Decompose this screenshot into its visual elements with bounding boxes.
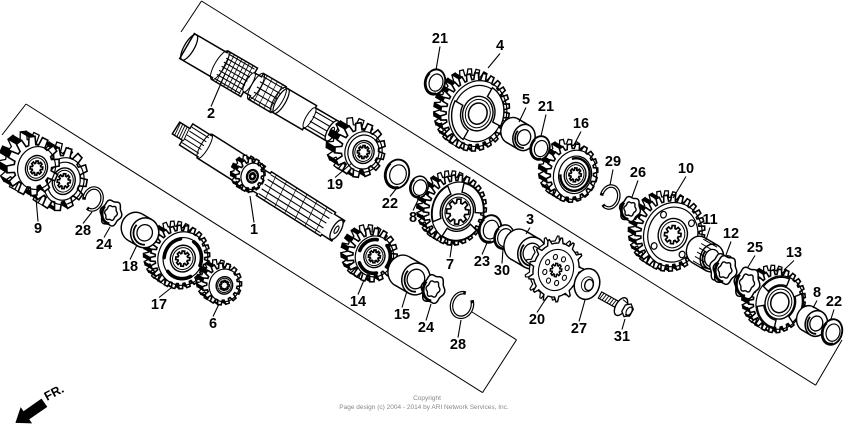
svg-text:8: 8	[409, 210, 417, 226]
svg-text:3: 3	[526, 212, 534, 228]
svg-text:20: 20	[529, 312, 545, 328]
svg-text:26: 26	[630, 165, 646, 181]
svg-text:24: 24	[96, 237, 112, 253]
svg-text:1: 1	[250, 222, 258, 238]
svg-text:24: 24	[418, 320, 434, 336]
svg-text:28: 28	[75, 223, 91, 239]
svg-text:16: 16	[573, 116, 589, 132]
svg-text:17: 17	[151, 297, 167, 313]
svg-text:Copyright: Copyright	[413, 395, 441, 402]
svg-text:15: 15	[394, 307, 410, 323]
svg-text:Page design (c) 2004 - 2014 by: Page design (c) 2004 - 2014 by ARI Netwo…	[339, 404, 509, 411]
svg-text:4: 4	[496, 38, 504, 54]
svg-text:7: 7	[446, 257, 454, 273]
svg-text:22: 22	[382, 196, 398, 212]
svg-text:14: 14	[350, 294, 366, 310]
svg-text:9: 9	[34, 221, 42, 237]
svg-text:23: 23	[474, 254, 490, 270]
svg-text:10: 10	[678, 161, 694, 177]
svg-text:11: 11	[702, 212, 717, 228]
svg-text:29: 29	[605, 154, 621, 170]
svg-text:21: 21	[432, 31, 448, 47]
svg-text:8: 8	[813, 285, 821, 301]
svg-text:22: 22	[826, 294, 842, 310]
svg-text:27: 27	[571, 321, 587, 337]
svg-text:21: 21	[538, 99, 554, 115]
svg-text:6: 6	[209, 316, 217, 332]
svg-text:28: 28	[450, 337, 466, 353]
svg-text:25: 25	[747, 240, 763, 256]
svg-text:13: 13	[786, 245, 802, 261]
svg-text:2: 2	[207, 106, 215, 122]
svg-text:5: 5	[522, 92, 530, 108]
svg-text:18: 18	[122, 259, 138, 275]
svg-text:30: 30	[494, 263, 510, 279]
svg-text:19: 19	[327, 177, 343, 193]
svg-text:12: 12	[723, 226, 739, 242]
svg-text:31: 31	[614, 329, 630, 345]
